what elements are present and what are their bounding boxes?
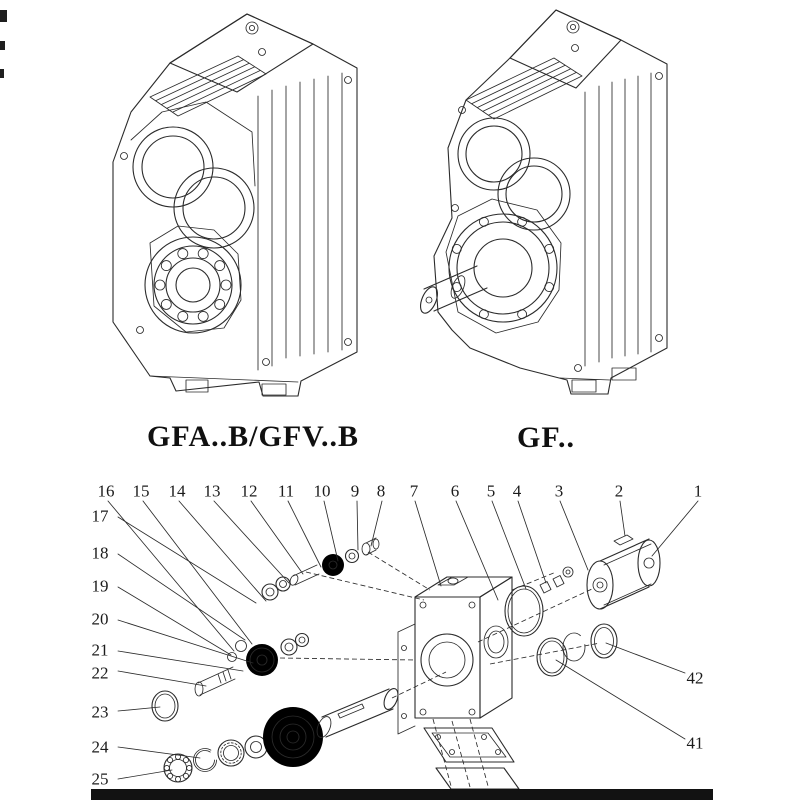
callout-6: 6 <box>450 481 460 501</box>
callout-5: 5 <box>486 481 496 501</box>
callout-3: 3 <box>554 481 564 501</box>
gearbox-drawing-gf <box>419 9 668 395</box>
output-flange <box>445 198 562 334</box>
exploded-base-plates <box>423 718 520 790</box>
callout-13: 13 <box>203 481 221 501</box>
exploded-input-assembly <box>261 537 380 601</box>
callout-42: 42 <box>686 668 704 688</box>
callout-17: 17 <box>91 506 109 526</box>
exploded-right-parts <box>504 534 661 677</box>
callout-1: 1 <box>693 481 703 501</box>
callout-41: 41 <box>686 733 704 753</box>
fin-ribs <box>149 55 267 117</box>
callout-24: 24 <box>91 737 109 757</box>
fin-ribs <box>465 57 583 120</box>
callout-4: 4 <box>512 481 522 501</box>
callout-leader-lines <box>107 500 699 780</box>
callout-22: 22 <box>91 663 109 683</box>
exploded-housing <box>397 576 513 735</box>
callout-21: 21 <box>91 640 109 660</box>
callout-18: 18 <box>91 543 109 563</box>
callout-19: 19 <box>91 576 109 596</box>
gear-bores <box>457 117 571 231</box>
callout-25: 25 <box>91 769 109 789</box>
output-shaft <box>419 265 488 314</box>
callout-11: 11 <box>277 481 295 501</box>
gear-bores <box>132 126 255 249</box>
housing-screws <box>120 48 352 366</box>
callout-20: 20 <box>91 609 109 629</box>
callout-14: 14 <box>168 481 186 501</box>
exploded-output-assembly <box>163 688 399 783</box>
model-label-gfab: GFA..B/GFV..B <box>147 420 359 453</box>
callout-10: 10 <box>313 481 331 501</box>
scan-artifacts <box>0 10 7 78</box>
gearbox-drawing-gfab <box>112 13 358 397</box>
exploded-intermediate-assembly <box>151 632 310 722</box>
output-bearing <box>144 236 242 334</box>
assembly-axes <box>279 551 601 699</box>
motor-adapter <box>586 534 661 610</box>
callout-2: 2 <box>614 481 624 501</box>
callout-8: 8 <box>376 481 386 501</box>
callout-23: 23 <box>91 702 109 722</box>
housing-screws <box>451 44 663 372</box>
callout-9: 9 <box>350 481 360 501</box>
callout-15: 15 <box>132 481 150 501</box>
callout-7: 7 <box>409 481 419 501</box>
page-bottom-bar <box>91 789 713 800</box>
model-label-gf: GF.. <box>517 421 575 454</box>
callout-12: 12 <box>240 481 258 501</box>
callout-16: 16 <box>97 481 115 501</box>
exploded-diagram <box>107 500 699 790</box>
